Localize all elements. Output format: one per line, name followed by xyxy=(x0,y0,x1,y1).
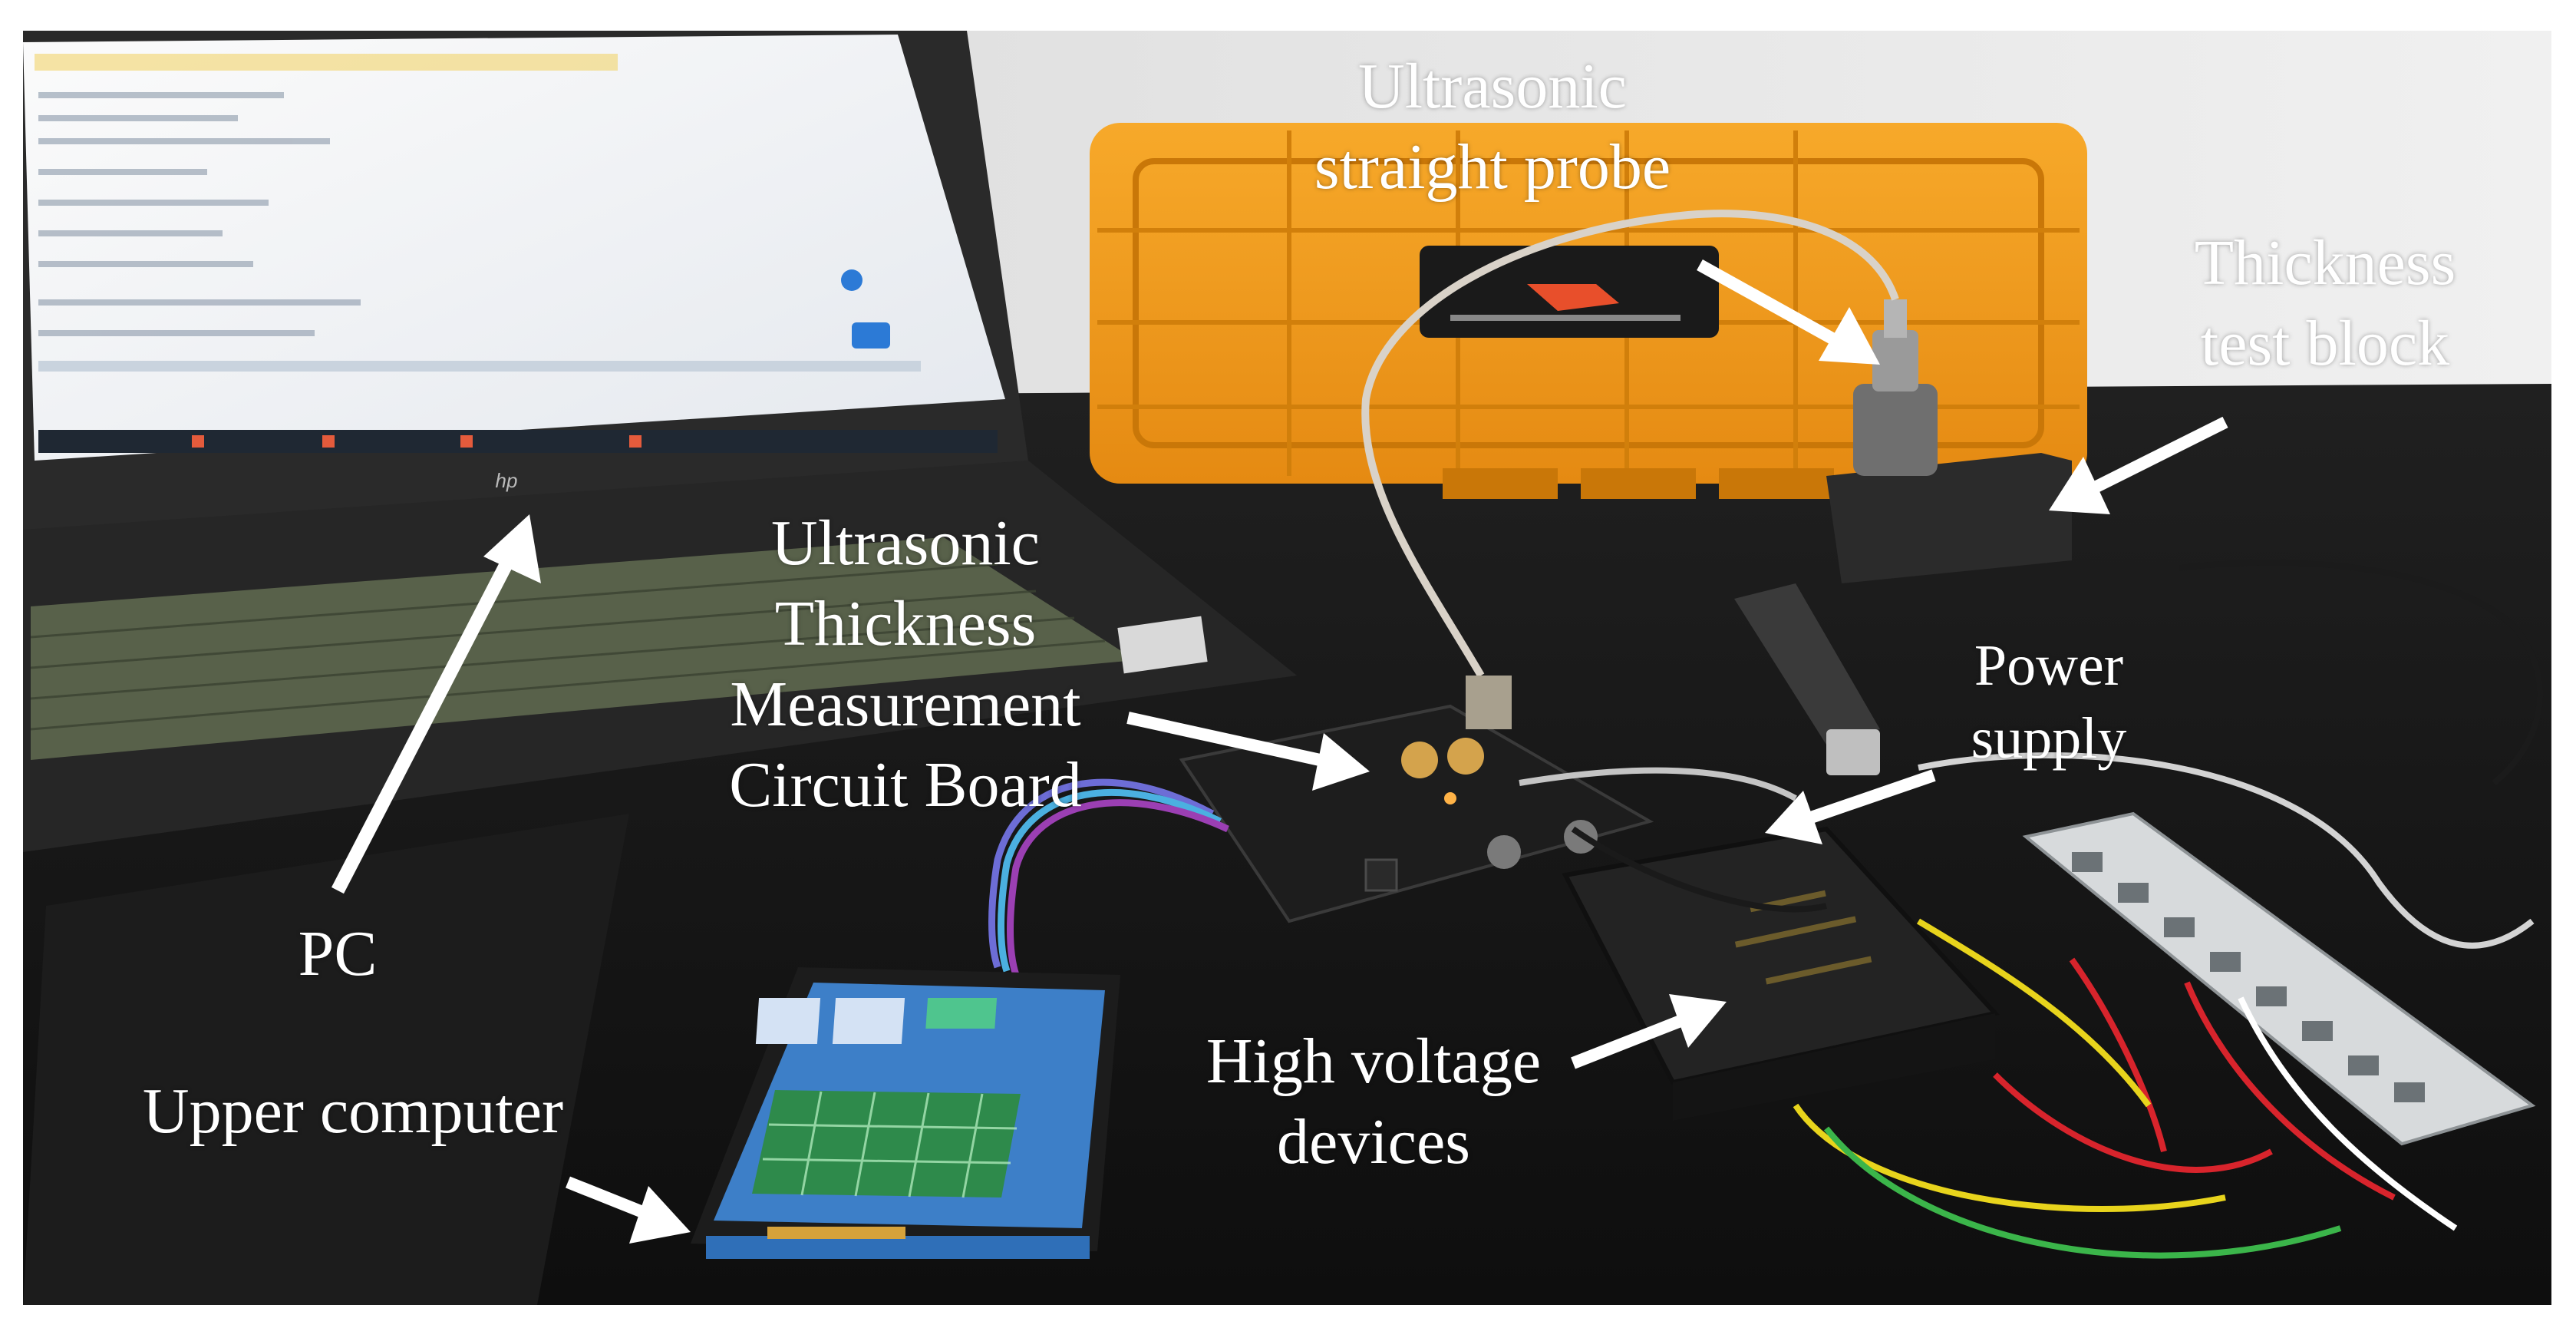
label-pc: PC xyxy=(298,918,378,989)
lcd-waveform-grid xyxy=(752,1090,1021,1198)
label-thickness-test-block: Thickness test block xyxy=(2149,223,2502,384)
label-board-line3: Measurement xyxy=(730,669,1081,740)
laptop-screen xyxy=(23,35,1005,461)
orange-case xyxy=(1090,123,2087,499)
label-power-line1: Power xyxy=(1974,633,2124,698)
arrow-to-probe xyxy=(1697,259,1880,365)
ultrasonic-probe xyxy=(1853,299,1938,476)
arrow-to-upper-computer xyxy=(566,1176,691,1244)
label-upper-computer: Upper computer xyxy=(142,1075,564,1147)
label-power-supply: Power supply xyxy=(1934,629,2164,775)
label-board-line4: Circuit Board xyxy=(729,749,1082,821)
laptop-keyboard xyxy=(31,537,1136,760)
arrow-to-test-block xyxy=(2049,416,2228,514)
laptop-brand-logo: hp xyxy=(496,469,518,492)
label-probe-line1: Ultrasonic xyxy=(1358,51,1627,122)
laptop-touchpad xyxy=(23,814,629,1305)
label-circuit-board: Ultrasonic Thickness Measurement Circuit… xyxy=(675,503,1136,825)
arrow-to-high-voltage xyxy=(1571,994,1727,1069)
label-ultrasonic-straight-probe: Ultrasonic straight probe xyxy=(1266,46,1719,207)
thickness-test-block xyxy=(1826,453,2072,583)
label-probe-line2: straight probe xyxy=(1314,131,1671,203)
label-board-line1: Ultrasonic xyxy=(771,507,1040,579)
label-hv-line1: High voltage xyxy=(1206,1026,1542,1097)
terminal-block xyxy=(2022,811,2536,1146)
probe-cable xyxy=(1361,210,1899,678)
label-power-line2: supply xyxy=(1971,706,2127,771)
wires xyxy=(1519,559,2544,1259)
upper-computer-lcd xyxy=(691,967,1120,1259)
arrow-to-circuit-board xyxy=(1126,712,1370,791)
arrow-to-laptop xyxy=(331,514,541,894)
annotation-arrows xyxy=(331,259,2228,1244)
power-supply xyxy=(1734,583,1880,775)
label-high-voltage-devices: High voltage devices xyxy=(1174,1021,1573,1182)
label-hv-line2: devices xyxy=(1277,1106,1470,1178)
ribbon-cable xyxy=(988,778,1229,976)
label-board-line2: Thickness xyxy=(774,588,1037,659)
arrow-to-power-supply xyxy=(1765,769,1936,844)
label-block-line1: Thickness xyxy=(2194,227,2456,299)
label-block-line2: test block xyxy=(2200,308,2450,379)
laptop-taskbar xyxy=(38,430,998,453)
laptop: hp xyxy=(23,31,1297,1305)
